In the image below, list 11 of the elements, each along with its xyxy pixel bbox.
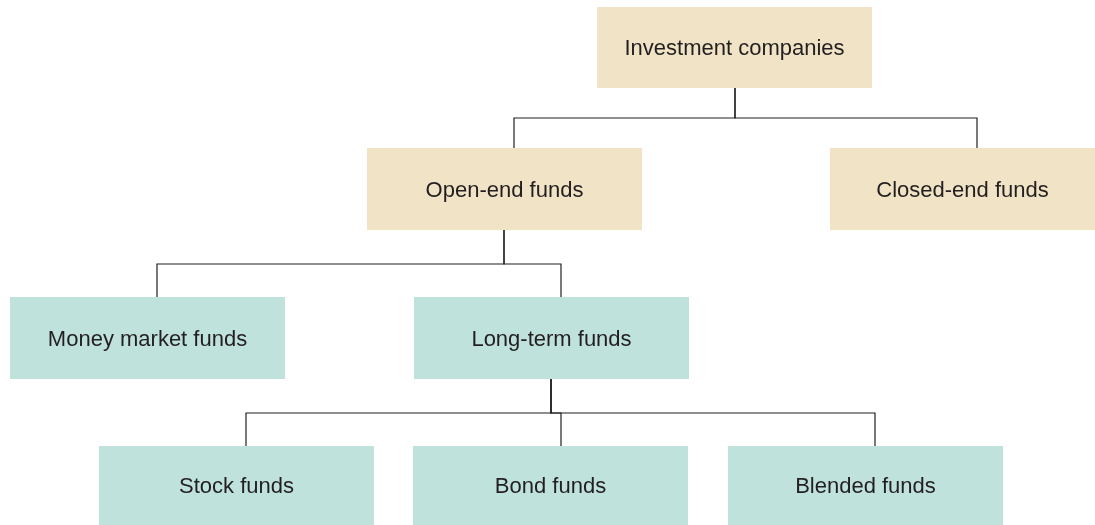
category-box: Money market funds xyxy=(10,297,285,379)
category-box: Long-term funds xyxy=(414,297,689,379)
connector-line xyxy=(734,87,978,149)
connector-line xyxy=(550,378,876,447)
category-box: Open-end funds xyxy=(367,148,642,230)
category-box: Investment companies xyxy=(597,7,872,88)
category-box: Closed-end funds xyxy=(830,148,1095,230)
category-box: Bond funds xyxy=(413,446,688,525)
category-box: Stock funds xyxy=(99,446,374,525)
connector-line xyxy=(503,229,562,298)
category-box: Blended funds xyxy=(728,446,1003,525)
